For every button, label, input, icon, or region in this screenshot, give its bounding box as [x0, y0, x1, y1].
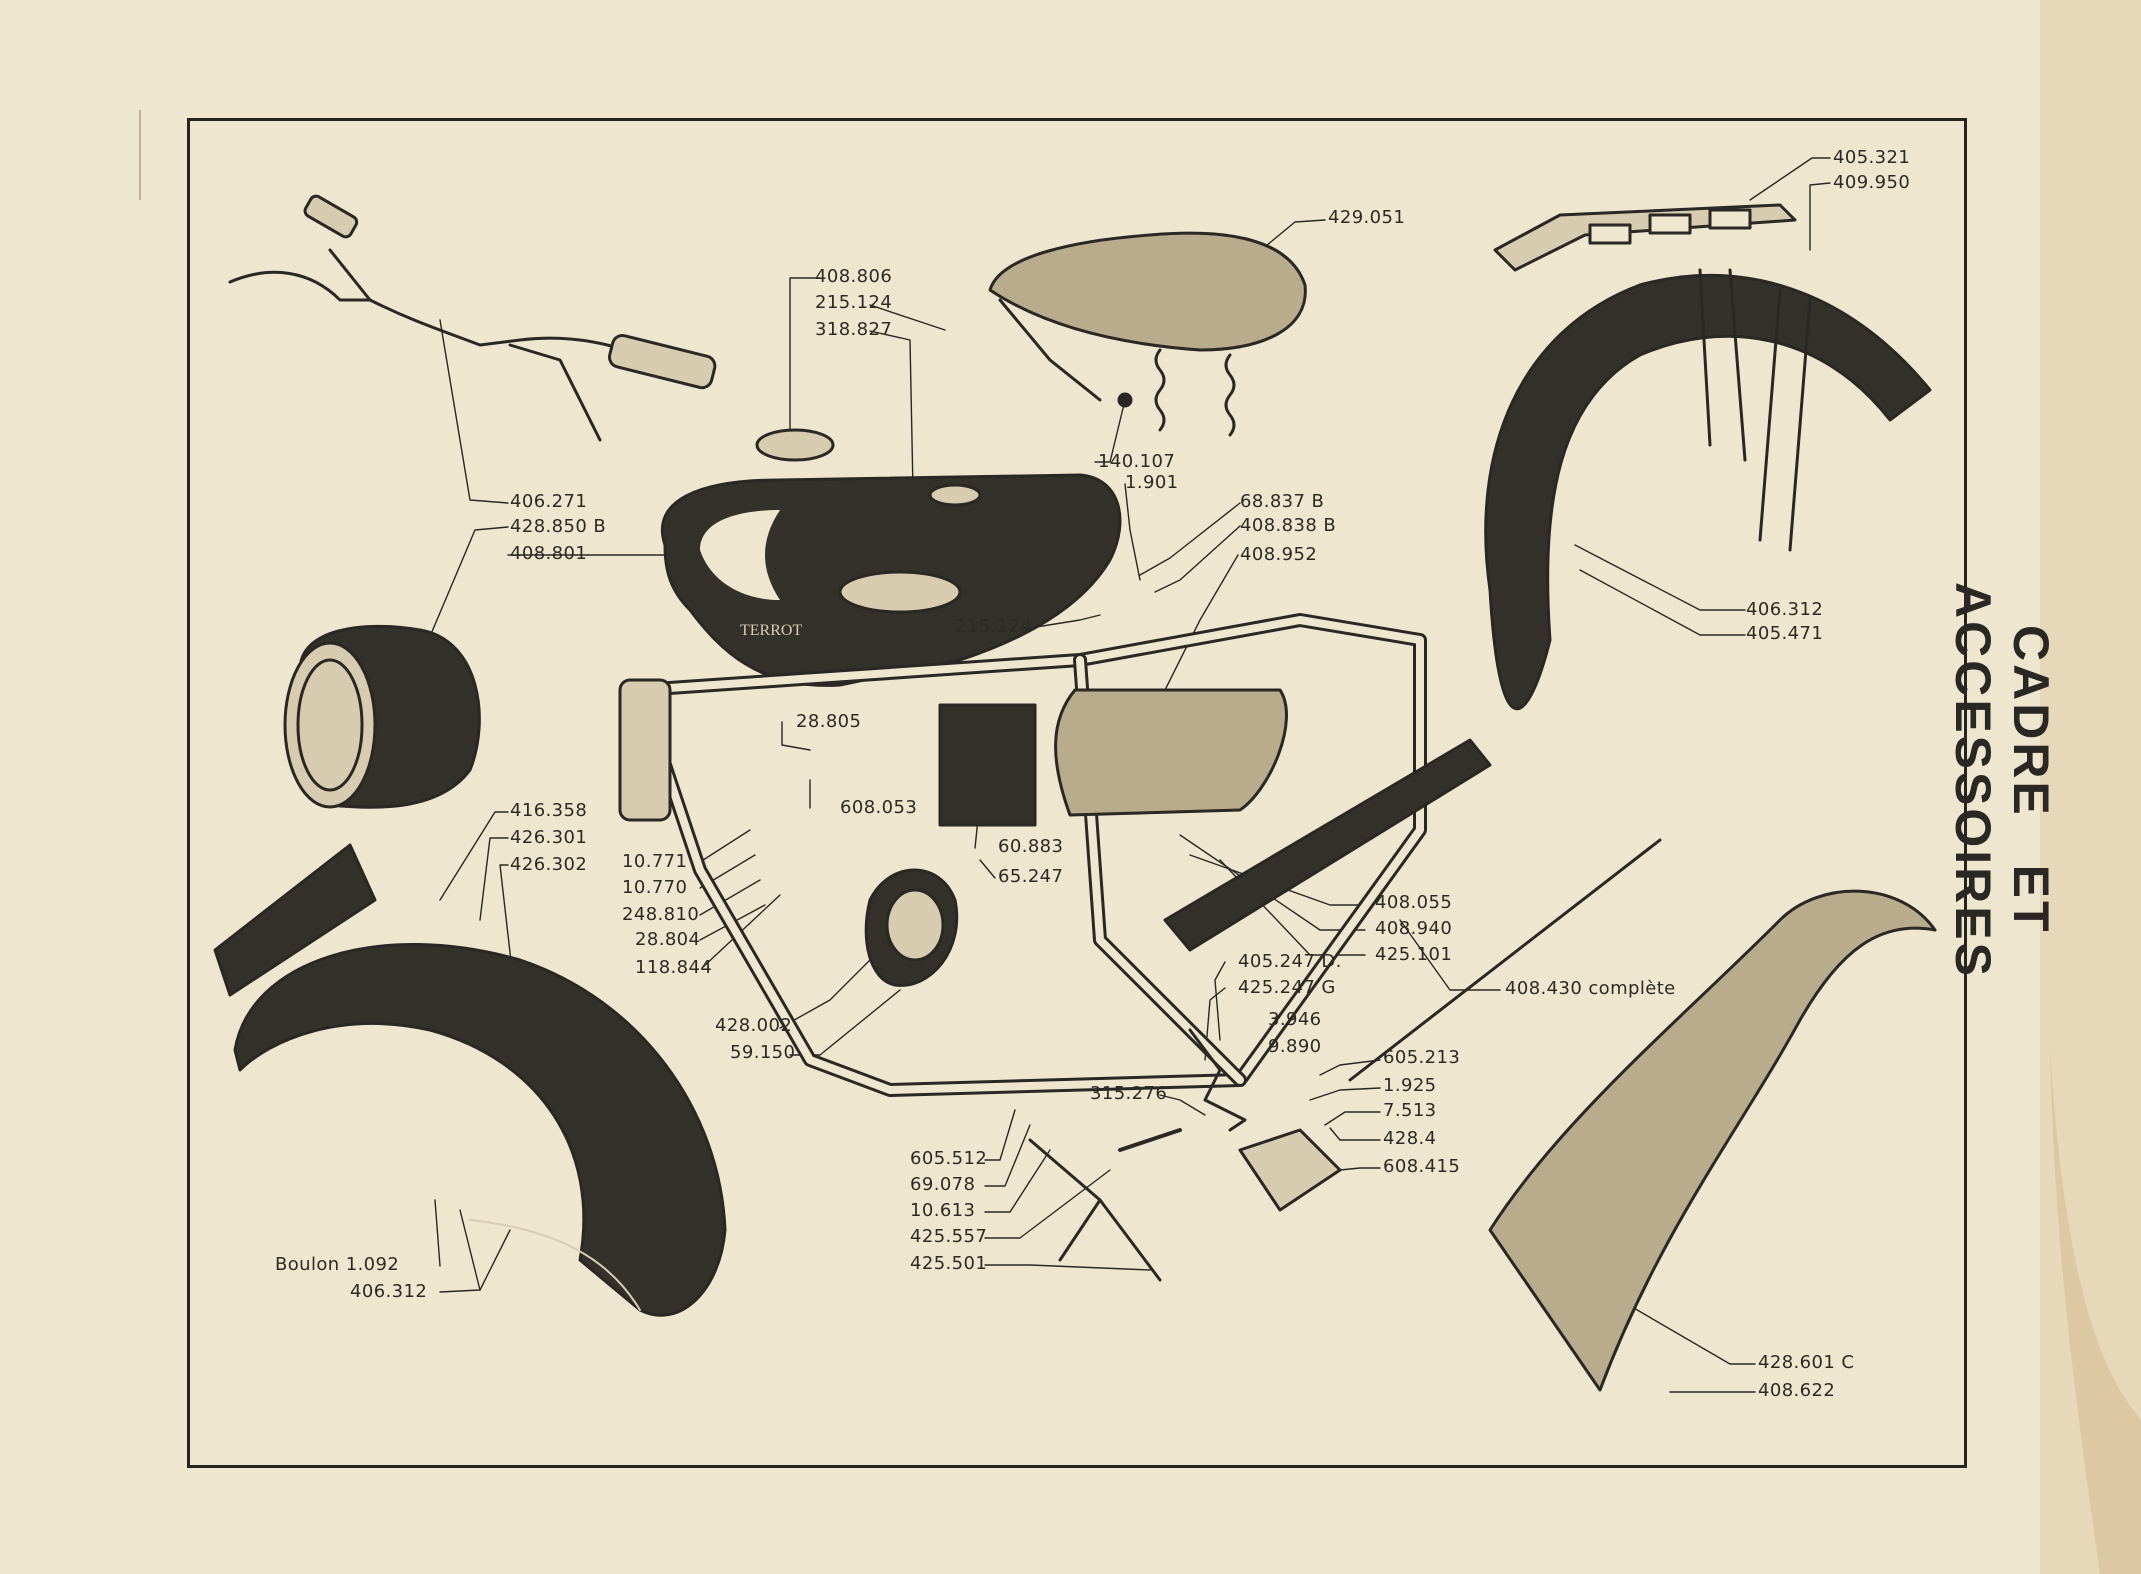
part-number-label: 425.247 G	[1238, 977, 1336, 998]
part-number-label: 605.512	[910, 1148, 988, 1169]
part-number-label: 428.4	[1383, 1128, 1437, 1149]
part-number-label: 9.890	[1268, 1036, 1322, 1057]
page-title: CADRE ET ACCESSOIRES	[1945, 581, 2059, 979]
part-number-label: 7.513	[1383, 1100, 1437, 1121]
part-number-label: 68.837 B	[1240, 491, 1325, 512]
front-mudguard	[213, 843, 727, 1317]
part-number-label: 248.810	[622, 904, 700, 925]
part-number-label: 28.804	[635, 929, 701, 950]
part-number-label: 215.124	[815, 292, 893, 313]
chain-guard	[1488, 889, 1937, 1392]
part-number-label: 315.276	[1090, 1083, 1168, 1104]
part-number-label: 406.271	[510, 491, 588, 512]
diagram-frame	[187, 118, 1967, 1468]
part-number-label: 408.806	[815, 266, 893, 287]
part-number-label: 1.901	[1125, 472, 1179, 493]
part-number-label: 426.301	[510, 827, 588, 848]
part-number-label: 215.124	[955, 616, 1033, 637]
part-number-label: 10.771	[622, 851, 688, 872]
part-number-label: 408.055	[1375, 892, 1453, 913]
tank-badge-text: TERROT	[740, 622, 802, 639]
stand-and-kickstart	[1028, 1028, 1247, 1282]
part-number-label: 605.213	[1383, 1047, 1461, 1068]
part-number-label: 425.501	[910, 1253, 988, 1274]
handlebar	[228, 194, 717, 442]
part-number-label: 428.601 C	[1758, 1352, 1855, 1373]
part-number-label: 69.078	[910, 1174, 976, 1195]
part-number-label: 428.850 B	[510, 516, 607, 537]
exhaust-silencer	[1163, 738, 1492, 952]
part-number-label: 405.321	[1833, 147, 1911, 168]
part-number-label: 608.053	[840, 797, 918, 818]
horn	[864, 868, 959, 987]
part-number-label: 408.801	[510, 543, 588, 564]
rear-mudguard-and-rack	[1484, 203, 1932, 711]
part-number-label: 408.952	[1240, 544, 1318, 565]
part-number-label: 425.557	[910, 1226, 988, 1247]
toolbox	[1054, 688, 1288, 817]
headlamp	[283, 624, 481, 809]
part-number-label: 10.613	[910, 1200, 976, 1221]
saddle	[988, 231, 1307, 437]
part-number-label: 406.312	[350, 1281, 428, 1302]
part-number-label: 65.247	[998, 866, 1064, 887]
part-number-label: 118.844	[635, 957, 713, 978]
part-number-label: 3.946	[1268, 1009, 1322, 1030]
part-number-label: 10.770	[622, 877, 688, 898]
part-number-label: 405.471	[1746, 623, 1824, 644]
part-number-label: 406.312	[1746, 599, 1824, 620]
part-number-label: 408.838 B	[1240, 515, 1337, 536]
part-number-label: 409.950	[1833, 172, 1911, 193]
part-number-label: 60.883	[998, 836, 1064, 857]
part-number-label: 408.940	[1375, 918, 1453, 939]
part-number-label: 416.358	[510, 800, 588, 821]
part-number-label: 429.051	[1328, 207, 1406, 228]
part-number-label: 140.107	[1098, 451, 1176, 472]
part-number-label: Boulon 1.092	[275, 1254, 400, 1275]
control-rod	[1238, 838, 1662, 1212]
part-number-label: 428.002	[715, 1015, 793, 1036]
part-number-label: 1.925	[1383, 1075, 1437, 1096]
part-number-label: 28.805	[796, 711, 862, 732]
part-number-label: 426.302	[510, 854, 588, 875]
tank-cap	[755, 428, 835, 462]
fuel-tank: TERROT	[660, 473, 1122, 687]
battery-box	[938, 703, 1037, 827]
part-number-label: 408.622	[1758, 1380, 1836, 1401]
part-number-label: 405.247 D.	[1238, 951, 1342, 972]
part-number-label: 59.150	[730, 1042, 796, 1063]
part-number-label: 408.430 complète	[1505, 978, 1676, 999]
part-number-label: 608.415	[1383, 1156, 1461, 1177]
part-number-label: 425.101	[1375, 944, 1453, 965]
part-number-label: 318.827	[815, 319, 893, 340]
